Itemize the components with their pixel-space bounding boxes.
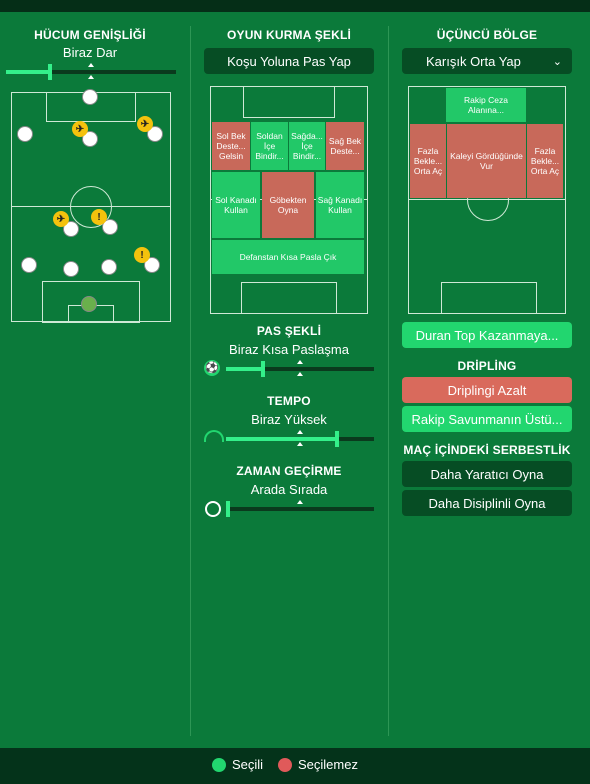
player-marker[interactable] [64, 262, 78, 276]
player-marker[interactable] [103, 220, 117, 234]
dribbling-title: DRİPLİNG [457, 359, 517, 373]
dribble-less-button[interactable]: Driplingi Azalt [402, 377, 572, 403]
penalty-box [241, 282, 337, 314]
set-piece-button[interactable]: Duran Top Kazanmaya... [402, 322, 572, 348]
zone-into-box[interactable]: Rakip Ceza Alanına... [446, 88, 526, 122]
zone-central[interactable]: Göbekten Oyna [262, 172, 314, 238]
penalty-box [243, 86, 335, 118]
midpoint-marker [88, 75, 94, 79]
midpoint-marker [297, 430, 303, 434]
time-wasting-value: Arada Sırada [250, 482, 328, 497]
zone-left-overlap[interactable]: Soldan İçe Bindir... [251, 122, 288, 170]
midpoint-marker [88, 63, 94, 67]
time-wasting-slider[interactable] [226, 501, 374, 517]
slider-fill [226, 367, 263, 371]
player-marker[interactable] [102, 260, 116, 274]
slider-knob[interactable] [48, 64, 52, 80]
zone-shoot-on-sight[interactable]: Kaleyi Gördüğünde Vur [447, 124, 526, 198]
attack-role-icon: ✈ [53, 211, 69, 227]
final-third-dropdown[interactable]: Karışık Orta Yap ⌄ [402, 48, 572, 74]
build-up-dropdown[interactable]: Koşu Yoluna Pas Yap [204, 48, 374, 74]
midpoint-marker [297, 500, 303, 504]
column-divider [190, 26, 191, 736]
chevron-down-icon: ⌄ [552, 55, 562, 68]
tempo-title: TEMPO [267, 394, 311, 408]
slider-fill [6, 70, 50, 74]
legend-selected-label: Seçili [232, 757, 264, 772]
slider-knob[interactable] [226, 501, 230, 517]
top-bar [0, 0, 590, 12]
stopwatch-icon [205, 501, 221, 517]
passing-value: Biraz Kısa Paslaşma [229, 342, 349, 357]
attacking-width-title: HÜCUM GENİŞLİĞİ [34, 28, 146, 42]
attack-role-icon: ✈ [137, 116, 153, 132]
zone-left-wing[interactable]: Sol Kanadı Kullan [212, 172, 260, 238]
center-circle [70, 186, 112, 228]
final-third-title: ÜÇÜNCÜ BÖLGE [436, 28, 538, 42]
player-marker[interactable] [64, 222, 78, 236]
zone-left-back[interactable]: Sol Bek Deste... Gelsin [212, 122, 250, 170]
midpoint-marker [297, 442, 303, 446]
passing-title: PAS ŞEKLİ [256, 324, 322, 338]
slider-knob[interactable] [335, 431, 339, 447]
warning-icon: ! [134, 247, 150, 263]
more-disciplined-button[interactable]: Daha Disiplinli Oyna [402, 490, 572, 516]
midpoint-marker [297, 360, 303, 364]
attacking-width-value: Biraz Dar [62, 45, 118, 60]
zone-right-back[interactable]: Sağ Bek Deste... [326, 122, 364, 170]
zone-short-distribution[interactable]: Defanstan Kısa Pasla Çık [212, 240, 364, 274]
slider-fill [226, 437, 337, 441]
attack-role-icon: ✈ [72, 121, 88, 137]
zone-cross-right[interactable]: Fazla Bekle... Orta Aç [527, 124, 563, 198]
tempo-value: Biraz Yüksek [251, 412, 327, 427]
penalty-box [441, 282, 537, 314]
player-marker[interactable] [18, 127, 32, 141]
player-marker[interactable] [83, 132, 97, 146]
column-divider [388, 26, 389, 736]
passing-slider[interactable] [226, 361, 374, 377]
legend-unavailable: Seçilemez [278, 757, 358, 772]
legend-selected: Seçili [212, 757, 263, 772]
legend-unavailable-label: Seçilemez [298, 757, 358, 772]
dropdown-value: Karışık Orta Yap [426, 53, 521, 69]
warning-icon: ! [91, 209, 107, 225]
zone-right-overlap[interactable]: Sağda... İçe Bindir... [289, 122, 325, 170]
more-expressive-button[interactable]: Daha Yaratıcı Oyna [402, 461, 572, 487]
time-wasting-title: ZAMAN GEÇİRME [236, 464, 342, 478]
zone-cross-left[interactable]: Fazla Bekle... Orta Aç [410, 124, 446, 198]
build-up-title: OYUN KURMA ŞEKLİ [226, 28, 352, 42]
creative-freedom-title: MAÇ İÇİNDEKİ SERBESTLİK [403, 443, 571, 457]
zone-right-wing[interactable]: Sağ Kanadı Kullan [316, 172, 364, 238]
ball-icon: ⚽ [204, 360, 220, 376]
player-marker[interactable] [22, 258, 36, 272]
goalkeeper-marker[interactable] [82, 297, 96, 311]
selected-dot-icon [212, 757, 226, 772]
player-marker[interactable] [148, 127, 162, 141]
unavailable-dot-icon [278, 757, 292, 772]
midpoint-marker [297, 372, 303, 376]
player-marker[interactable] [83, 90, 97, 104]
play-out-defence-button[interactable]: Rakip Savunmanın Üstü... [402, 406, 572, 432]
slider-knob[interactable] [261, 361, 265, 377]
speedometer-icon [204, 430, 224, 442]
player-marker[interactable] [145, 258, 159, 272]
tempo-slider[interactable] [226, 431, 374, 447]
legend-bar [0, 748, 590, 784]
attacking-width-slider[interactable] [6, 64, 176, 80]
